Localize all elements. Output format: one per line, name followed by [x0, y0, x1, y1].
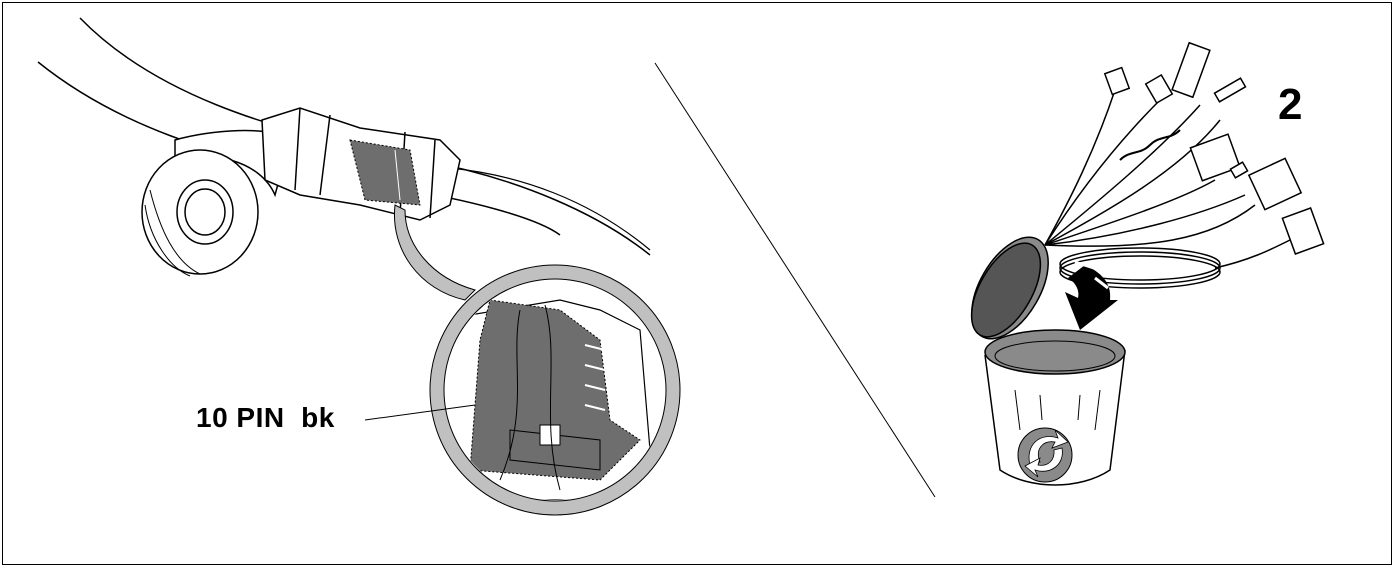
tape-roll: [141, 129, 291, 277]
discard-arrow-icon: [1065, 260, 1118, 330]
label-leader-line: [364, 404, 476, 421]
recycle-icon: [1017, 427, 1073, 483]
connector-10pin: [349, 139, 421, 206]
step-number: 2: [1278, 80, 1303, 129]
cable-connectors: [1103, 41, 1325, 255]
connector-label: 10 PIN bk: [196, 402, 335, 433]
panel-divider: [654, 62, 936, 498]
spare-cable-bundle: [1044, 89, 1291, 289]
